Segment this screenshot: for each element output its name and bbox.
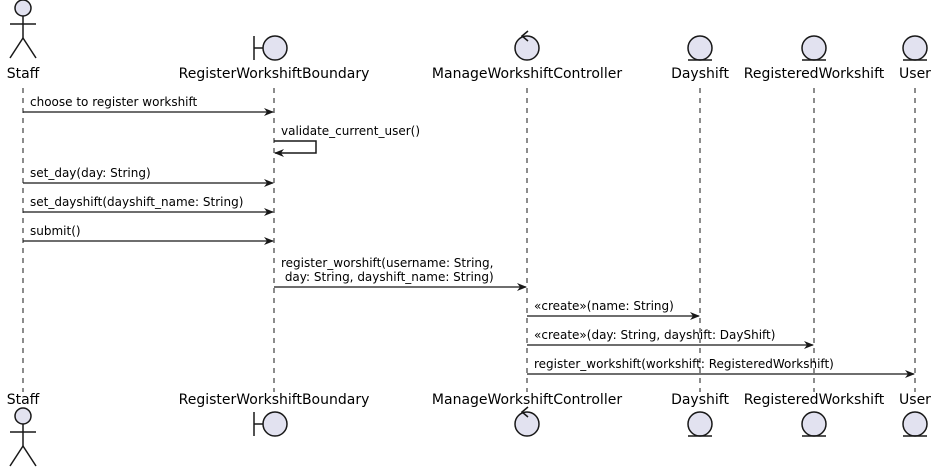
message: register_worshift(username: String, day:… — [274, 256, 527, 291]
message: «create»(day: String, dayshift: DayShift… — [527, 328, 814, 349]
participant-name: RegisteredWorkshift — [744, 66, 885, 82]
entity-icon — [687, 35, 713, 61]
boundary-icon — [253, 411, 288, 437]
message-label: day: String, dayshift_name: String) — [281, 270, 494, 284]
message-label: submit() — [30, 224, 81, 238]
message-label: choose to register workshift — [30, 95, 198, 109]
participant-name: User — [899, 66, 931, 82]
participant-bottom-boundary: RegisterWorkshiftBoundary — [179, 392, 370, 437]
participant-name: ManageWorkshiftController — [432, 66, 622, 82]
participant-name: Staff — [7, 66, 40, 82]
message-label: set_day(day: String) — [30, 166, 151, 180]
participant-name: User — [899, 392, 931, 408]
message: set_dayshift(dayshift_name: String) — [23, 195, 274, 216]
message: submit() — [23, 224, 274, 245]
entity-icon — [687, 411, 713, 437]
boundary-icon — [253, 35, 288, 61]
participants-top: Staff RegisterWorkshiftBoundary ManageWork… — [7, 0, 931, 82]
participant-bottom-dayshift: Dayshift — [671, 392, 729, 437]
participant-name: RegisterWorkshiftBoundary — [179, 66, 370, 82]
participant-name: Staff — [7, 392, 40, 408]
participant-top-boundary: RegisterWorkshiftBoundary — [179, 35, 370, 82]
participant-bottom-user: User — [899, 392, 931, 437]
participant-name: Dayshift — [671, 66, 729, 82]
message: register_workshift(workshift: Registered… — [527, 357, 915, 378]
entity-icon — [801, 35, 827, 61]
lifelines — [22, 88, 916, 392]
messages: choose to register workshift validate_cur… — [23, 95, 915, 378]
message-label: set_dayshift(dayshift_name: String) — [30, 195, 243, 209]
message: choose to register workshift — [23, 95, 274, 116]
participant-name: RegisterWorkshiftBoundary — [179, 392, 370, 408]
participant-name: RegisteredWorkshift — [744, 392, 885, 408]
message-label: register_workshift(workshift: Registered… — [534, 357, 834, 371]
message-label: register_worshift(username: String, — [281, 256, 493, 270]
message-label: «create»(day: String, dayshift: DayShift… — [534, 328, 775, 342]
message: set_day(day: String) — [23, 166, 274, 187]
actor-icon — [9, 0, 37, 59]
participant-top-staff: Staff — [7, 0, 40, 82]
entity-icon — [902, 411, 928, 437]
participant-bottom-staff: Staff — [7, 392, 40, 467]
participant-bottom-controller: ManageWorkshiftController — [432, 392, 622, 437]
participants-bottom: Staff RegisterWorkshiftBoundary ManageWork… — [7, 392, 931, 467]
actor-icon — [9, 407, 37, 467]
participant-name: Dayshift — [671, 392, 729, 408]
message-label: «create»(name: String) — [534, 299, 674, 313]
participant-top-dayshift: Dayshift — [671, 35, 729, 82]
control-icon — [514, 406, 540, 437]
participant-bottom-registered: RegisteredWorkshift — [744, 392, 885, 437]
entity-icon — [801, 411, 827, 437]
message-arrow — [274, 140, 317, 157]
participant-top-user: User — [899, 35, 931, 82]
message-label: validate_current_user() — [281, 124, 420, 138]
control-icon — [514, 30, 540, 61]
participant-top-registered: RegisteredWorkshift — [744, 35, 885, 82]
participant-top-controller: ManageWorkshiftController — [432, 30, 622, 82]
entity-icon — [902, 35, 928, 61]
message: «create»(name: String) — [527, 299, 700, 320]
message: validate_current_user() — [274, 124, 420, 157]
participant-name: ManageWorkshiftController — [432, 392, 622, 408]
